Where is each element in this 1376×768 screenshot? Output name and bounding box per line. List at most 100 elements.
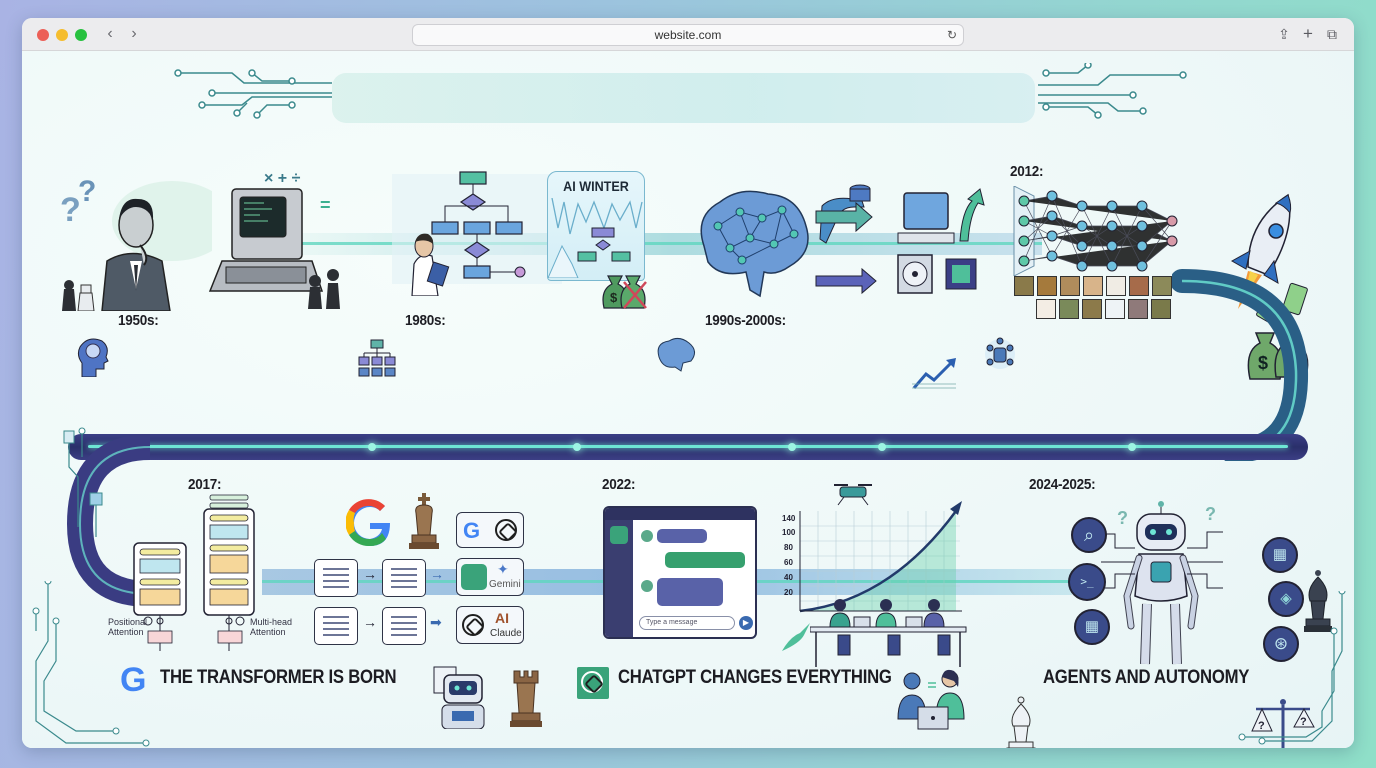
tab-overview-icon[interactable]: ⧉ xyxy=(1327,26,1337,42)
chat-input[interactable]: Type a message xyxy=(639,616,735,630)
svg-text:$: $ xyxy=(1258,353,1268,373)
arrow-icon: ➡ xyxy=(430,614,442,630)
multihead-attention-label: Multi-head Attention xyxy=(250,617,293,637)
svg-text:× + ÷: × + ÷ xyxy=(264,171,301,187)
expert-system-flowchart-icon xyxy=(392,171,562,296)
google-g-icon: G xyxy=(463,518,481,543)
era-label-2022: 2022: xyxy=(602,476,636,493)
gemini-label: Gemini xyxy=(489,579,521,590)
svg-text:=: = xyxy=(320,195,331,215)
tool-calendar-icon: ▦ xyxy=(1074,609,1110,645)
title-banner xyxy=(332,73,1035,123)
svg-text:20: 20 xyxy=(784,588,793,597)
chatgpt-avatar-icon xyxy=(610,526,628,544)
svg-text:?: ? xyxy=(1205,504,1216,524)
ai-winter-badge: AI WINTER xyxy=(547,171,645,281)
svg-text:?: ? xyxy=(60,191,81,229)
timeline-node xyxy=(878,443,886,451)
timeline-road xyxy=(68,434,1308,460)
circuit-decoration-right-icon xyxy=(1038,63,1187,119)
circuit-decoration-bottom-right-icon xyxy=(1238,591,1346,745)
chess-king-icon xyxy=(409,493,439,549)
openai-icon xyxy=(462,614,484,636)
reload-icon[interactable]: ↻ xyxy=(946,28,957,42)
document-card xyxy=(314,607,358,645)
new-tab-icon[interactable]: + xyxy=(1303,24,1313,43)
transformer-architecture-diagram-icon xyxy=(133,494,255,651)
imagenet-grid xyxy=(1014,276,1174,328)
org-chart-icon xyxy=(358,339,396,377)
svg-text:$: $ xyxy=(610,290,618,305)
share-icon[interactable]: ⇪ xyxy=(1278,26,1290,42)
brain-small-icon xyxy=(657,337,695,372)
brain-head-icon xyxy=(77,338,109,377)
zoom-window-button[interactable] xyxy=(75,29,87,41)
svg-text:80: 80 xyxy=(784,543,793,552)
gemini-star-icon: ✦ xyxy=(497,561,509,577)
balance-scale-icon: ? ? xyxy=(1251,699,1315,748)
url-text: website.com xyxy=(654,28,722,42)
network-node-icon xyxy=(985,337,1015,369)
headline-agents: AGENTS AND AUTONOMY xyxy=(1043,667,1250,688)
people-collaborating-icon xyxy=(897,669,965,730)
bird-icon xyxy=(782,623,810,651)
team-at-desk-icon xyxy=(810,599,967,667)
openai-icon xyxy=(495,519,517,541)
timeline-node xyxy=(788,443,796,451)
chatgpt-window: Type a message ▶ xyxy=(603,506,757,639)
browser-window: ‹ › website.com ↻ ⇪ + ⧉ xyxy=(22,18,1354,748)
close-window-button[interactable] xyxy=(37,29,49,41)
back-button[interactable]: ‹ xyxy=(107,25,113,42)
svg-text:60: 60 xyxy=(784,558,793,567)
trend-up-icon xyxy=(912,358,956,389)
retro-computer-icon: × + ÷ = xyxy=(208,171,340,309)
send-button[interactable]: ▶ xyxy=(739,616,753,630)
anthropic-mark: AI xyxy=(495,610,509,626)
era-label-2024-2025: 2024-2025: xyxy=(1029,476,1096,493)
svg-text:?: ? xyxy=(1300,716,1307,728)
google-g-headline-icon: G xyxy=(120,661,147,699)
svg-text:?: ? xyxy=(1258,720,1265,732)
timeline-node xyxy=(1128,443,1136,451)
openai-claude-logo-box: AI Claude xyxy=(456,606,524,644)
era-label-2012: 2012: xyxy=(1010,163,1044,180)
browser-toolbar: ‹ › website.com ↻ ⇪ + ⧉ xyxy=(22,18,1354,51)
address-bar[interactable]: website.com ↻ xyxy=(412,24,964,46)
robot-icon xyxy=(433,666,485,729)
svg-text:?: ? xyxy=(1117,508,1128,528)
document-card xyxy=(382,607,426,645)
openai-logo-icon xyxy=(577,667,609,699)
era-label-1980s: 1980s: xyxy=(405,312,446,329)
chess-bishop-dark-icon xyxy=(1304,570,1332,632)
timeline-road-right-curve xyxy=(1172,269,1309,461)
openai-gemini-logo-box: ✦ Gemini xyxy=(456,558,524,596)
timeline-node xyxy=(573,443,581,451)
growth-chart-icon: 140 100 80 60 40 20 xyxy=(782,484,962,613)
era-label-2017: 2017: xyxy=(188,476,222,493)
google-openai-logo-box: G xyxy=(456,512,524,548)
page-content: ? ? × + ÷ = 1950s: xyxy=(22,51,1354,748)
era-label-1990s-2000s: 1990s-2000s: xyxy=(705,312,786,329)
ai-winter-label: AI WINTER xyxy=(563,178,629,194)
alan-turing-illustration-icon: ? ? xyxy=(60,175,212,311)
chart-tick: 140 xyxy=(782,514,796,523)
timeline-road-left-curve xyxy=(66,434,151,607)
tool-map-icon: ◈ xyxy=(1268,581,1304,617)
svg-text:100: 100 xyxy=(782,528,796,537)
document-card xyxy=(382,559,426,597)
forward-button[interactable]: › xyxy=(131,25,137,42)
positional-attention-label: Positional Attention xyxy=(108,617,148,637)
svg-text:40: 40 xyxy=(784,573,793,582)
agent-robot-icon: ?? xyxy=(1101,501,1223,665)
minimize-window-button[interactable] xyxy=(56,29,68,41)
tool-steering-wheel-icon: ⊛ xyxy=(1263,626,1299,662)
circuit-decoration-bottom-left-icon xyxy=(32,581,150,747)
chess-bishop-light-icon xyxy=(1006,696,1036,748)
arrow-icon: → xyxy=(363,614,377,630)
claude-label: Claude xyxy=(490,628,522,639)
headline-chatgpt: CHATGPT CHANGES EVERYTHING xyxy=(618,667,892,688)
openai-green-icon xyxy=(461,564,487,590)
timeline-node xyxy=(368,443,376,451)
headline-transformer: THE TRANSFORMER IS BORN xyxy=(160,667,397,688)
tool-terminal-icon: >_ xyxy=(1068,563,1106,601)
